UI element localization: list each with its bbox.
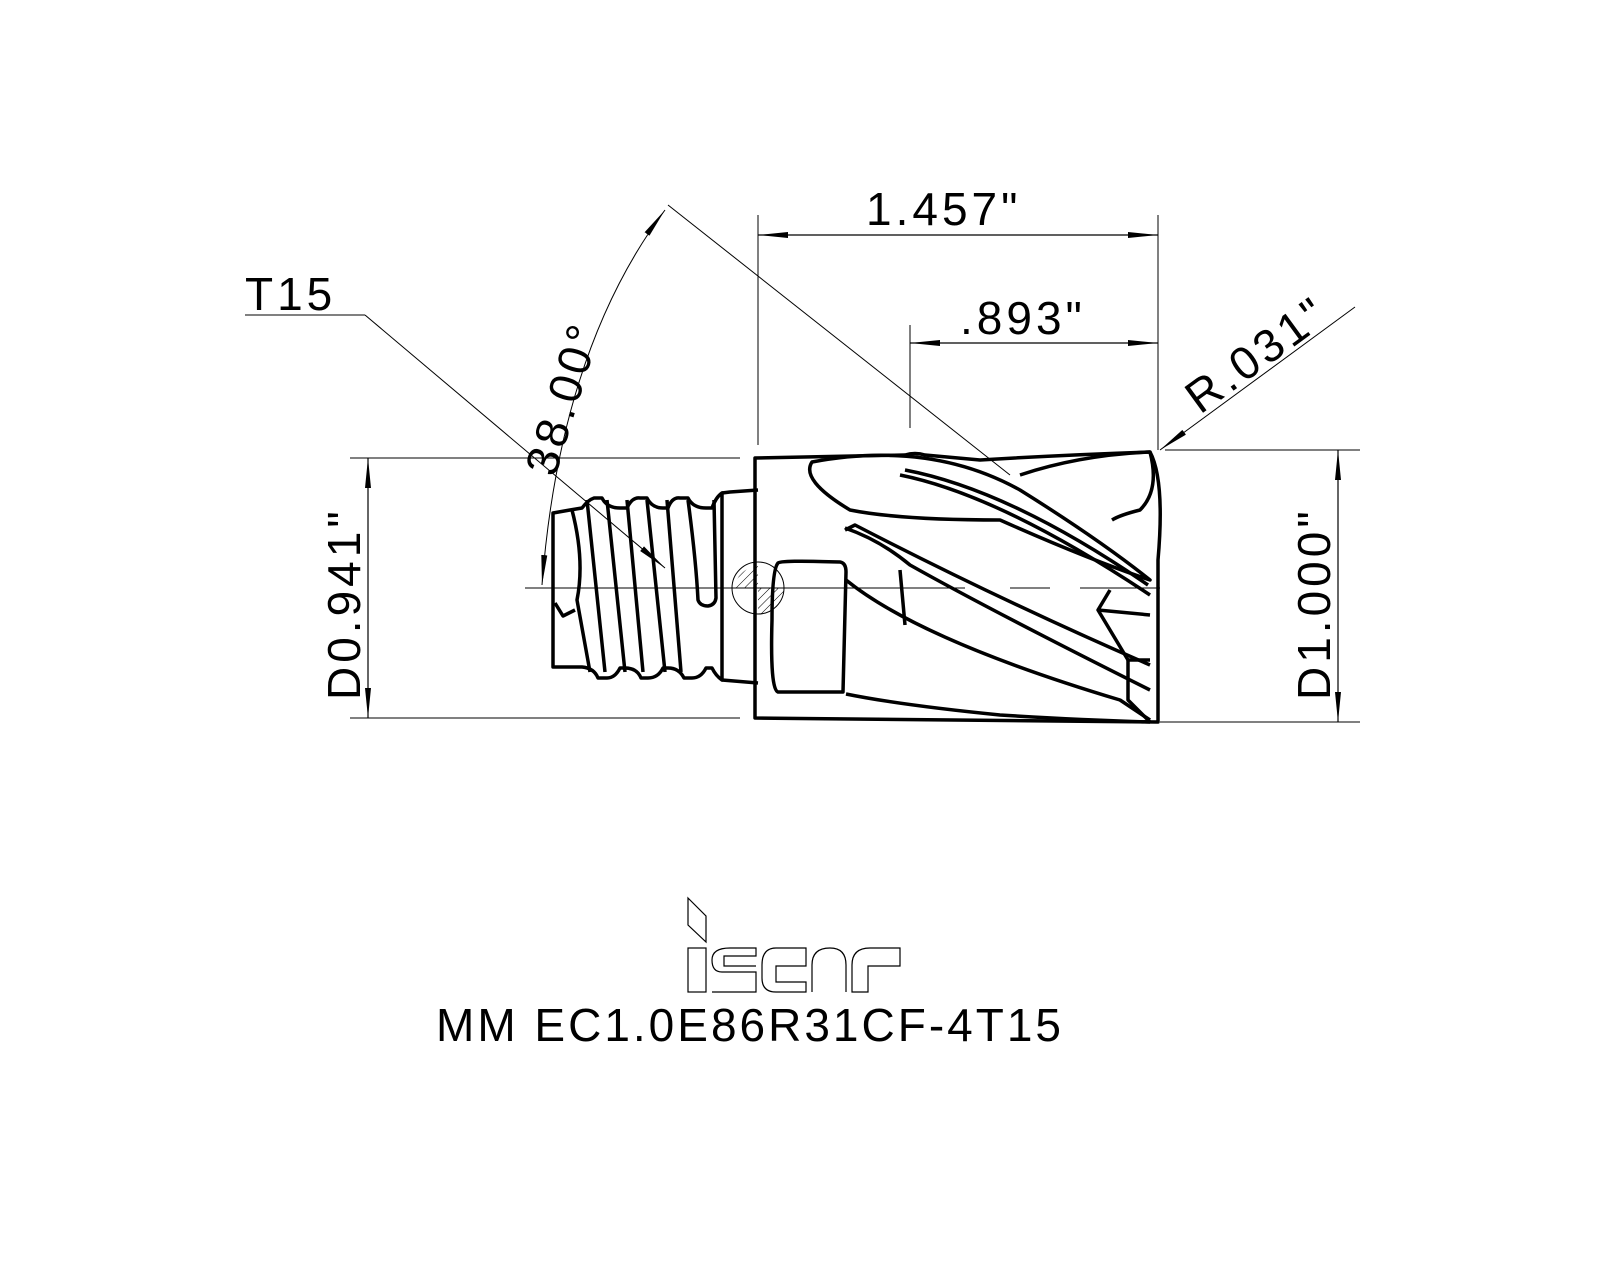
cutter-body bbox=[753, 450, 1162, 724]
thread-callout: T15 bbox=[245, 268, 666, 569]
shank-diameter-label: D0.941" bbox=[318, 507, 370, 700]
thread-callout-label: T15 bbox=[245, 268, 336, 320]
flute-length-dimension: .893" bbox=[909, 292, 1158, 428]
flute-length-label: .893" bbox=[960, 292, 1086, 344]
shank-diameter-dimension: D0.941" bbox=[318, 457, 740, 719]
cutting-diameter-label: D1.000" bbox=[1288, 507, 1340, 700]
iscar-logo bbox=[687, 896, 901, 993]
corner-radius-label: R.031" bbox=[1175, 285, 1337, 423]
overall-length-dimension: 1.457" bbox=[757, 183, 1159, 450]
product-code: MM EC1.0E86R31CF-4T15 bbox=[436, 999, 1064, 1051]
overall-length-label: 1.457" bbox=[866, 183, 1021, 235]
helix-angle-label: 38.00° bbox=[515, 315, 611, 481]
corner-radius-dimension: R.031" bbox=[1159, 285, 1356, 451]
threaded-shank bbox=[551, 488, 759, 685]
cutting-diameter-dimension: D1.000" bbox=[1160, 449, 1360, 723]
